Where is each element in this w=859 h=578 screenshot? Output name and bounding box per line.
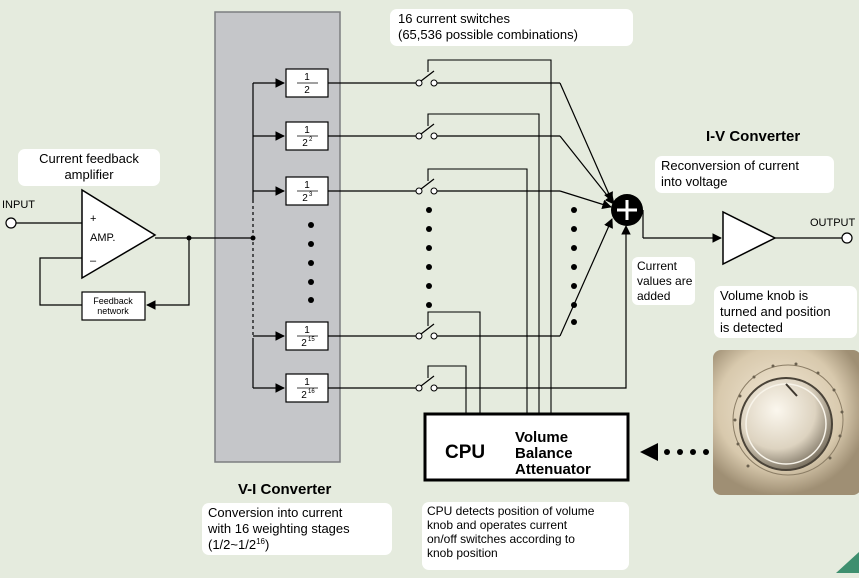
callout-sum-line1: Current: [637, 259, 678, 273]
weighting-stage-15: 1 2 15: [253, 321, 416, 351]
callout-vi-line2: with 16 weighting stages: [207, 521, 350, 536]
feedback-network-box: [81, 291, 146, 321]
switch-ellipsis-dots: [426, 207, 432, 308]
current-switch-16: [415, 375, 560, 392]
vi-converter-title: V-I Converter: [238, 481, 332, 498]
callout-vi-line3: (1/2~1/216): [208, 537, 269, 552]
input-terminal: [5, 217, 17, 229]
stage-1-denominator: 2: [304, 85, 310, 96]
switch-control-lines: [427, 59, 552, 414]
callout-knob-line3: is detected: [720, 320, 783, 335]
output-terminal: [841, 232, 853, 244]
stage-16-exponent: 16: [308, 389, 315, 395]
stage-15-denominator: 2: [301, 338, 307, 349]
callout-sum-line2: values are: [637, 274, 693, 288]
callout-knob-line2: turned and position: [720, 304, 831, 319]
current-switch-2: [415, 123, 560, 140]
stage-15-exponent: 15: [308, 337, 315, 343]
callout-current-feedback-line2: amplifier: [64, 167, 114, 182]
feedback-network-line2: network: [97, 306, 129, 316]
stage-3-numerator: 1: [304, 180, 310, 191]
callout-iv-converter: Reconversion of current into voltage: [655, 156, 834, 193]
weighting-stage-2: 1 2 2: [253, 121, 416, 151]
output-label: OUTPUT: [810, 217, 856, 229]
weighting-stage-16: 1 2 16: [253, 373, 416, 403]
current-switch-1: [415, 70, 560, 87]
stage-3-exponent: 3: [309, 192, 313, 198]
callout-knob-line1: Volume knob is: [720, 288, 809, 303]
volume-knob-photo: [713, 350, 859, 495]
callout-knob: Volume knob is turned and position is de…: [714, 286, 857, 338]
callout-current-feedback: Current feedback amplifier: [18, 149, 160, 186]
callout-sum-line3: added: [637, 289, 670, 303]
stage-16-denominator: 2: [301, 390, 307, 401]
iv-converter-amplifier: [722, 210, 777, 266]
callout-cpu: CPU detects position of volume knob and …: [422, 502, 629, 570]
stage-3-denominator: 2: [302, 193, 308, 204]
stage-1-numerator: 1: [304, 72, 310, 83]
cpu-function-attenuator: Attenuator: [515, 461, 591, 478]
callout-current-added: Current values are added: [632, 257, 695, 305]
amp-label: AMP.: [90, 232, 115, 244]
callout-iv-line1: Reconversion of current: [661, 158, 799, 173]
stage-ellipsis-dots: [308, 222, 314, 303]
cpu-function-volume: Volume: [515, 429, 568, 446]
weighting-stage-3: 1 2 3: [253, 176, 416, 206]
cpu-function-balance: Balance: [515, 445, 573, 462]
summing-junction: [611, 194, 643, 226]
amp-minus-sign: –: [90, 255, 97, 267]
callout-switches-line1: 16 current switches: [398, 11, 510, 26]
callout-vi-converter: Conversion into current with 16 weightin…: [202, 503, 392, 555]
callout-current-feedback-line1: Current feedback: [39, 151, 139, 166]
callout-iv-line2: into voltage: [661, 174, 728, 189]
callout-switches-line2: (65,536 possible combinations): [398, 27, 578, 42]
stage-2-denominator: 2: [302, 138, 308, 149]
sum-ellipsis-dots: [571, 207, 577, 325]
callout-cpu-line3: on/off switches according to: [427, 532, 575, 546]
stage-16-numerator: 1: [304, 377, 310, 388]
stage-2-exponent: 2: [309, 137, 313, 143]
callout-cpu-line4: knob position: [427, 546, 498, 560]
cpu-label: CPU: [445, 442, 485, 463]
stage-2-numerator: 1: [304, 125, 310, 136]
summing-lines: [559, 82, 631, 389]
iv-converter-title: I-V Converter: [706, 128, 800, 145]
cpu-block: [423, 412, 630, 482]
amp-plus-sign: +: [90, 213, 96, 225]
feedback-network-line1: Feedback: [93, 296, 133, 306]
current-switch-15: [415, 323, 560, 340]
knob-to-cpu-arrow: [640, 443, 709, 461]
callout-cpu-line1: CPU detects position of volume: [427, 504, 595, 518]
stage-15-numerator: 1: [304, 325, 310, 336]
current-switch-3: [415, 178, 560, 195]
callout-vi-line1: Conversion into current: [208, 505, 343, 520]
input-label: INPUT: [2, 199, 35, 211]
callout-cpu-line2: knob and operates current: [427, 518, 568, 532]
callout-switches: 16 current switches (65,536 possible com…: [390, 9, 633, 46]
current-feedback-amplifier: [81, 188, 157, 280]
weighting-stage-1: 1 2: [253, 68, 416, 98]
